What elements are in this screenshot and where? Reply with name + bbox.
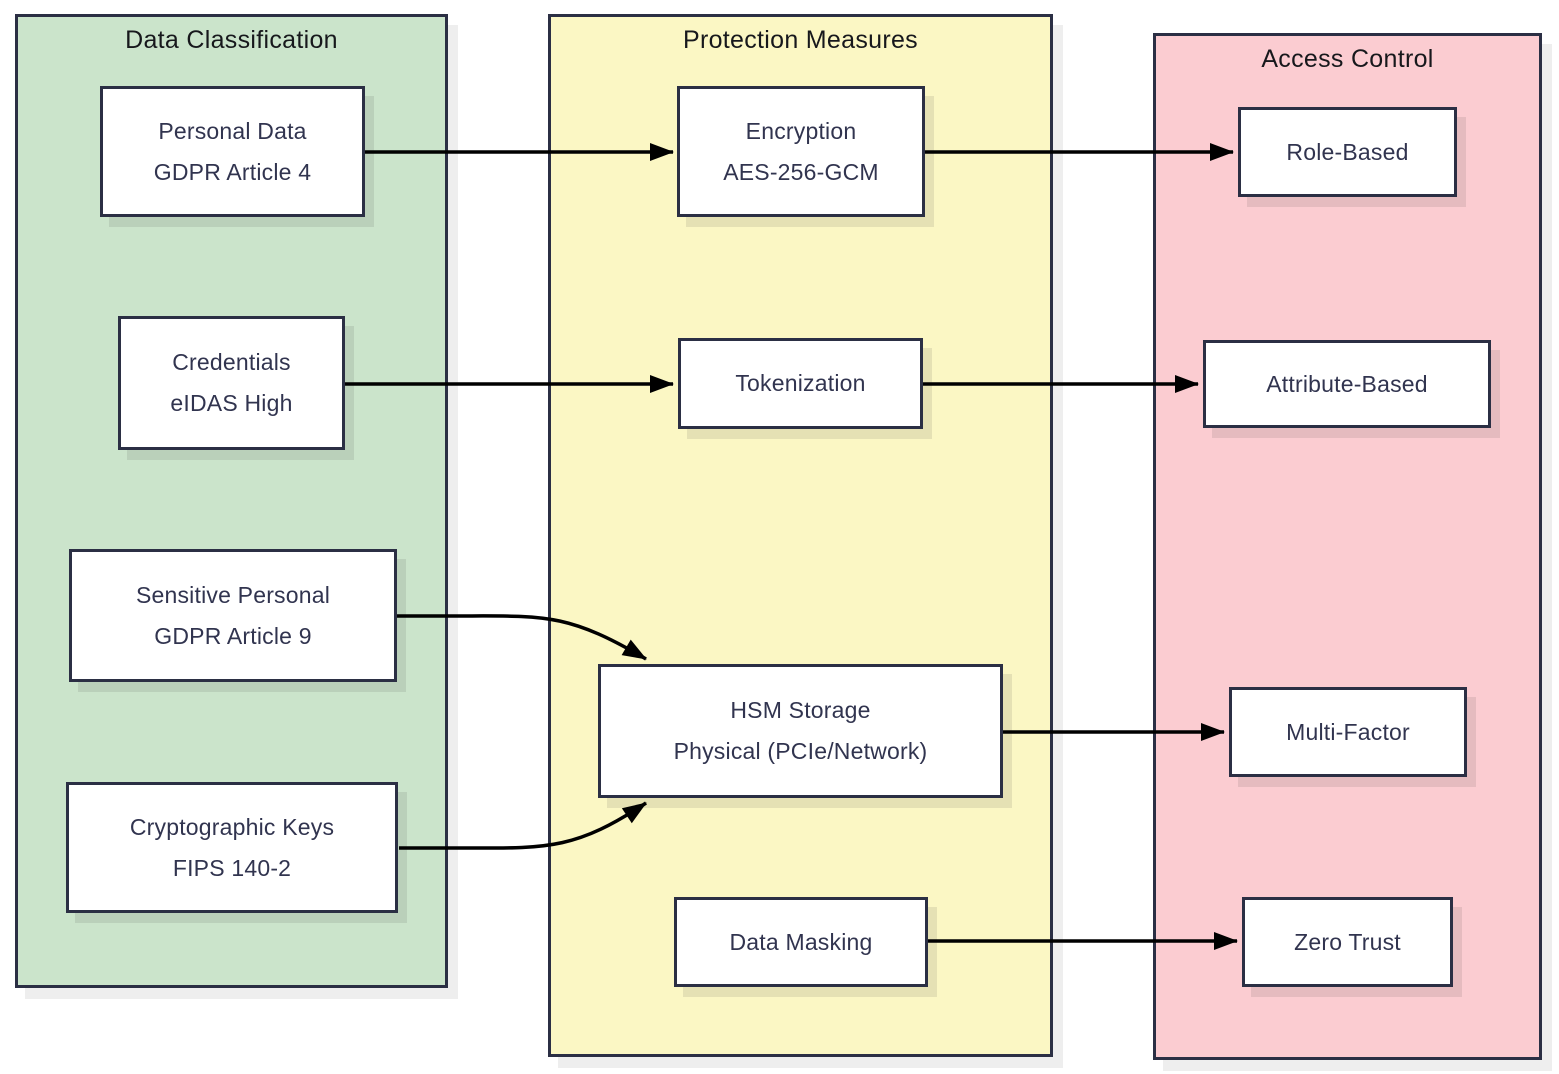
node-zero-trust: Zero Trust [1242,897,1453,987]
node-personal-data: Personal Data GDPR Article 4 [100,86,365,217]
node-sublabel: eIDAS High [170,390,293,416]
node-label: HSM Storage [730,697,871,723]
node-sublabel: FIPS 140-2 [172,854,292,881]
node-encryption: Encryption AES-256-GCM [677,86,925,217]
node-label: Data Masking [729,928,873,955]
node-label: Zero Trust [1294,928,1401,955]
node-label: Role-Based [1286,138,1409,165]
node-sublabel: AES-256-GCM [723,158,879,185]
node-sensitive-personal: Sensitive Personal GDPR Article 9 [69,549,397,682]
node-label: Personal Data [158,117,307,144]
column-title-protection-measures: Protection Measures [683,26,918,54]
node-label: Sensitive Personal [135,581,331,608]
node-multi-factor: Multi-Factor [1229,687,1467,777]
column-title-data-classification: Data Classification [125,26,338,54]
node-label: Tokenization [735,370,866,396]
node-label: Credentials [172,349,291,375]
node-sublabel: Physical (PCIe/Network) [673,738,928,764]
node-cryptographic-keys: Cryptographic Keys FIPS 140-2 [66,782,398,913]
node-attribute-based: Attribute-Based [1203,340,1491,428]
node-hsm-storage: HSM Storage Physical (PCIe/Network) [598,664,1003,798]
node-sublabel: GDPR Article 4 [153,158,312,185]
node-credentials: Credentials eIDAS High [118,316,345,450]
node-label: Encryption [745,117,857,144]
node-sublabel: GDPR Article 9 [154,622,312,649]
node-data-masking: Data Masking [674,897,928,987]
node-tokenization: Tokenization [678,338,923,429]
node-label: Multi-Factor [1286,718,1410,745]
node-label: Attribute-Based [1266,370,1428,397]
column-access-control: Access Control [1153,33,1542,1060]
column-title-access-control: Access Control [1261,45,1434,73]
node-role-based: Role-Based [1238,107,1457,197]
node-label: Cryptographic Keys [129,813,335,840]
